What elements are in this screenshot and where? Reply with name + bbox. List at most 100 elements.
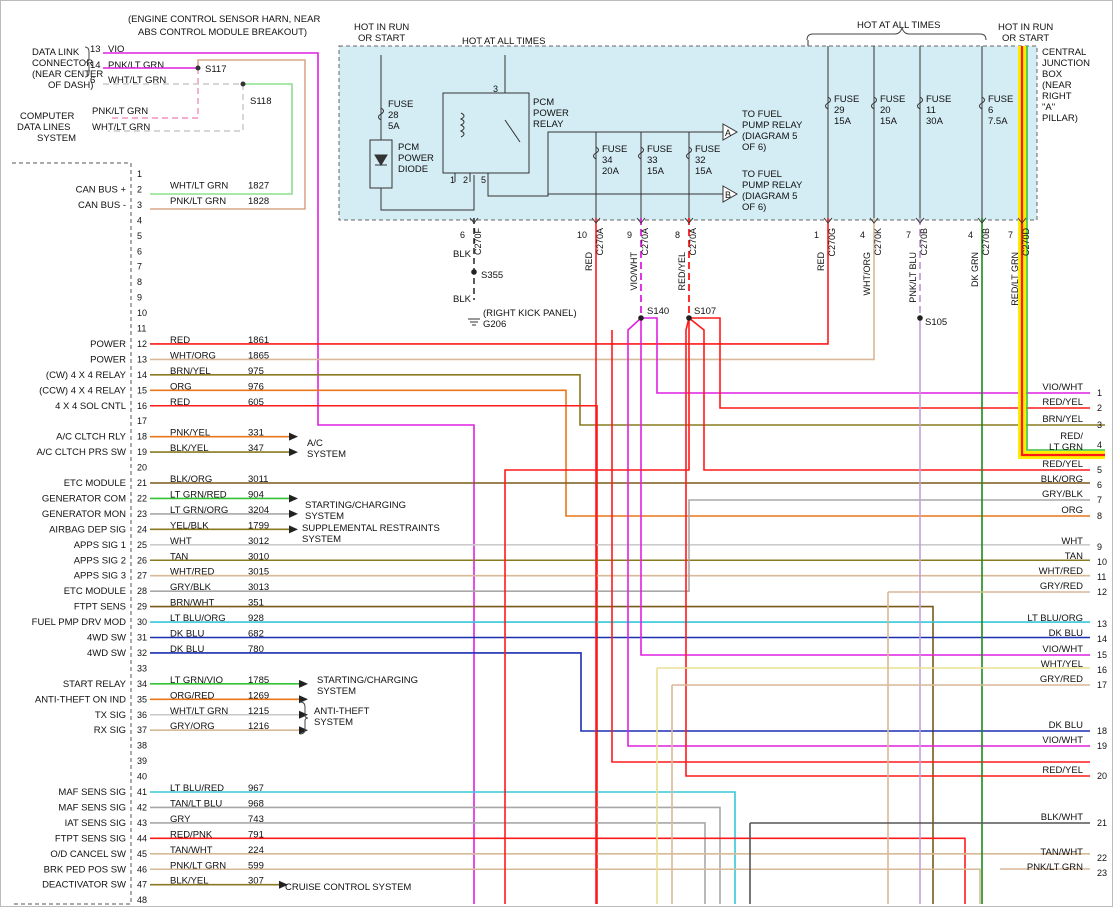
pin-function: ANTI-THEFT ON IND — [35, 694, 126, 705]
svg-text:BLK: BLK — [453, 294, 472, 305]
hot-in-run-left-label: HOT IN RUN OR START — [354, 22, 409, 44]
output-pin-number: 22 — [1097, 853, 1107, 863]
output-pin-number: 17 — [1097, 680, 1107, 690]
pin-number: 36 — [137, 710, 147, 720]
pin-function: APPS SIG 2 — [74, 555, 126, 566]
splice-dot — [240, 81, 246, 87]
pin-number: 22 — [137, 493, 147, 503]
svg-text:CONNECTOR: CONNECTOR — [32, 58, 93, 69]
fuse-label: 33 — [647, 155, 658, 166]
svg-text:HOT IN RUN: HOT IN RUN — [998, 22, 1053, 33]
pin-function: AIRBAG DEP SIG — [49, 524, 126, 535]
pin-circuit: 3015 — [248, 567, 269, 578]
fuse-label: 7.5A — [988, 116, 1008, 127]
pin-function: O/D CANCEL SW — [50, 849, 126, 860]
svg-text:B: B — [725, 190, 731, 200]
connector-pin: 8 — [675, 230, 680, 240]
pin-circuit: 1269 — [248, 690, 269, 701]
output-pin-number: 6 — [1097, 480, 1102, 490]
svg-text:5A: 5A — [388, 121, 400, 132]
pin-function: ETC MODULE — [64, 586, 126, 597]
svg-text:SUPPLEMENTAL RESTRAINTS: SUPPLEMENTAL RESTRAINTS — [302, 523, 440, 534]
svg-text:STARTING/CHARGING: STARTING/CHARGING — [305, 500, 406, 511]
fuse-label: FUSE — [695, 144, 720, 155]
engine-harness-note: (ENGINE CONTROL SENSOR HARN, NEAR ABS CO… — [128, 14, 320, 38]
red-ltgrn-stripe — [1026, 46, 1105, 451]
pin-number: 17 — [137, 416, 147, 426]
fuse-symbol — [825, 96, 831, 110]
pcm-fuse-28: FUSE 28 5A — [388, 99, 413, 132]
output-wire-label: RED/YEL — [1042, 459, 1083, 470]
cruise-control-label: CRUISE CONTROL SYSTEM — [285, 882, 411, 893]
svg-text:S355: S355 — [481, 270, 503, 281]
output-pin-number: 23 — [1097, 868, 1107, 878]
pin-function: MAF SENS SIG — [58, 787, 126, 798]
pin-wire-color: BRN/WHT — [170, 598, 215, 609]
pin-function: POWER — [90, 339, 126, 350]
splice-s107: S107 — [694, 306, 716, 317]
connector-pin: 7 — [906, 230, 911, 240]
output-wire-label: BLK/WHT — [1041, 812, 1083, 823]
pin-number: 7 — [137, 262, 142, 272]
connector-symbol — [977, 217, 987, 224]
pin-number: 21 — [137, 478, 147, 488]
central-junction-box — [338, 45, 1038, 221]
svg-text:13: 13 — [90, 44, 101, 55]
fuse-label: 34 — [602, 155, 613, 166]
svg-text:A: A — [725, 128, 731, 138]
svg-text:RIGHT: RIGHT — [1042, 91, 1072, 102]
pin-wire-color: RED/PNK — [170, 829, 213, 840]
vio-wht-out1 — [641, 317, 1090, 394]
svg-text:(NEAR CENTER: (NEAR CENTER — [32, 69, 103, 80]
svg-text:COMPUTER: COMPUTER — [20, 111, 75, 122]
pin-number: 35 — [137, 694, 147, 704]
pin-wire-color: DK BLU — [170, 629, 204, 640]
hot-at-all-times-right-label: HOT AT ALL TIMES — [857, 20, 940, 31]
pin-wire-color: DK BLU — [170, 644, 204, 655]
red-pnk-791-wire — [150, 837, 966, 904]
svg-text:(DIAGRAM 5: (DIAGRAM 5 — [742, 131, 797, 142]
output-wire-label: RED/YEL — [1042, 397, 1083, 408]
red-yel-loop — [611, 330, 1090, 763]
fuse-label: FUSE — [988, 94, 1013, 105]
pin-wire-color: RED — [170, 397, 190, 408]
pin-number: 24 — [137, 524, 147, 534]
pin-circuit: 1861 — [248, 335, 269, 346]
pin-number: 5 — [137, 231, 142, 241]
pin-circuit: 976 — [248, 381, 264, 392]
svg-text:PUMP RELAY: PUMP RELAY — [742, 180, 803, 191]
ltblu-red-967-wire — [150, 791, 736, 904]
pin-number: 38 — [137, 741, 147, 751]
relay-pins — [454, 173, 489, 182]
pin-function: GENERATOR COM — [42, 493, 126, 504]
pin-number: 11 — [137, 324, 146, 334]
output-wire-label: RED/YEL — [1042, 765, 1083, 776]
fuse-label: 15A — [695, 166, 713, 177]
svg-text:PUMP RELAY: PUMP RELAY — [742, 120, 803, 131]
output-wire-label: GRY/RED — [1040, 674, 1083, 685]
pin-wire-color: PNK/LT GRN — [170, 196, 226, 207]
pin-function: CAN BUS + — [76, 184, 127, 195]
svg-text:FUSE: FUSE — [388, 99, 413, 110]
connector-id: C270G — [827, 228, 837, 257]
pin-number: 20 — [137, 463, 147, 473]
vertical-wire-label: WHT/ORG — [862, 252, 872, 296]
pin-circuit: 3012 — [248, 536, 269, 547]
pin-circuit: 928 — [248, 613, 264, 624]
svg-text:ANTI-THEFT: ANTI-THEFT — [314, 706, 370, 717]
vio-wht-out15 — [640, 318, 1090, 656]
gry-blk-3013-wire — [150, 499, 1090, 592]
pin-wire-color: BLK/YEL — [170, 876, 209, 887]
splice-dot — [686, 315, 692, 321]
output-pin-number: 15 — [1097, 650, 1107, 660]
output-wire-label: GRY/RED — [1040, 581, 1083, 592]
output-wire-label: VIO/WHT — [1042, 735, 1083, 746]
anti-theft-label: ANTI-THEFT SYSTEM — [299, 701, 370, 735]
svg-text:OF DASH): OF DASH) — [48, 80, 93, 91]
pcm-power-relay: PCM POWER RELAY 3 1 2 5 — [442, 84, 569, 185]
fuse-label: 15A — [880, 116, 898, 127]
pin-number: 29 — [137, 602, 147, 612]
connector-pin: 7 — [1008, 230, 1013, 240]
